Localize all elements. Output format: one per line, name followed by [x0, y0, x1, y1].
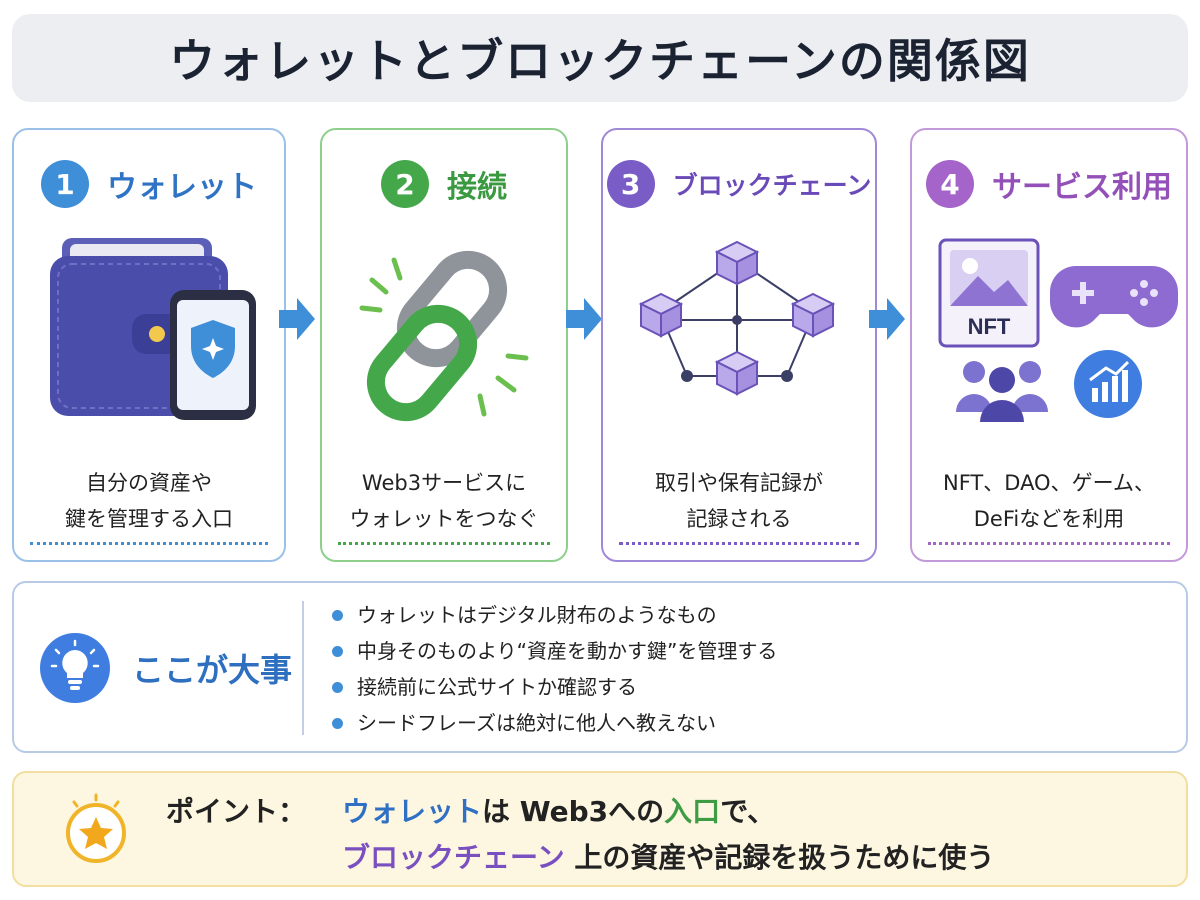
page-title: ウォレットとブロックチェーンの関係図 [169, 34, 1031, 88]
nft-label: NFT [968, 314, 1011, 339]
list-item: シードフレーズは絶対に他人へ教えない [332, 705, 777, 741]
title-bar: ウォレットとブロックチェーンの関係図 [12, 14, 1188, 102]
card-header: 2 接続 [322, 160, 566, 208]
arrow-right-icon [279, 298, 315, 340]
blockchain-network-icon [640, 241, 834, 395]
chain-link-icon [359, 250, 529, 422]
step-card-blockchain: 3 ブロックチェーン [601, 128, 877, 562]
card-title: ブロックチェーン [672, 171, 872, 200]
growth-chart-icon [1074, 350, 1142, 418]
lightbulb-icon [40, 633, 110, 703]
services-illustration: NFT [912, 230, 1186, 550]
phone-icon [170, 290, 256, 420]
divider [30, 542, 268, 545]
list-item: 接続前に公式サイトか確認する [332, 669, 777, 705]
important-title: ここが大事 [132, 651, 293, 689]
step-card-connect: 2 接続 Web3サービスに ウォレットをつなぐ [320, 128, 568, 562]
card-title: サービス利用 [992, 170, 1172, 205]
bullet-icon [332, 609, 343, 621]
point-box: ポイント： ウォレットは Web3への入口で、 ブロックチェーン 上の資産や記録… [12, 771, 1188, 887]
divider [338, 542, 550, 545]
step-card-wallet: 1 ウォレット 自分の資産や 鍵を管理する入口 [12, 128, 286, 562]
wallet-icon [50, 238, 256, 420]
bullet-icon [332, 681, 343, 693]
star-icon [66, 793, 126, 863]
list-item: ウォレットはデジタル財布のようなもの [332, 597, 777, 633]
card-title: 接続 [447, 170, 507, 205]
people-icon [956, 361, 1048, 422]
step-number: 2 [381, 160, 429, 208]
divider [619, 542, 859, 545]
card-title: ウォレット [107, 170, 257, 205]
point-label: ポイント： [166, 795, 307, 828]
game-controller-icon [1050, 266, 1178, 328]
step-number: 3 [606, 160, 655, 208]
step-card-services: 4 サービス利用 NFT [910, 128, 1188, 562]
arrow-right-icon [566, 298, 602, 340]
point-line-2: ブロックチェーン 上の資産や記録を扱うために使う [342, 841, 995, 874]
nft-image-icon [938, 238, 1040, 348]
card-header: 3 ブロックチェーン [603, 160, 875, 208]
important-list: ウォレットはデジタル財布のようなもの 中身そのものより“資産を動かす鍵”を管理す… [332, 597, 777, 741]
divider [928, 542, 1170, 545]
connect-illustration [322, 230, 566, 550]
card-description: NFT、DAO、ゲーム、 DeFiなどを利用 [943, 471, 1155, 531]
arrow-right-icon [869, 298, 905, 340]
point-line-1: ウォレットは Web3への入口で、 [342, 795, 776, 828]
step-number: 1 [41, 160, 89, 208]
list-item: 中身そのものより“資産を動かす鍵”を管理する [332, 633, 777, 669]
step-number: 4 [926, 160, 974, 208]
card-header: 1 ウォレット [14, 160, 284, 208]
wallet-illustration [14, 230, 284, 550]
blockchain-illustration [603, 230, 875, 550]
card-header: 4 サービス利用 [912, 160, 1186, 208]
card-description: 取引や保有記録が 記録される [655, 471, 823, 531]
bullet-icon [332, 717, 343, 729]
card-description: Web3サービスに ウォレットをつなぐ [349, 471, 539, 531]
important-box: ここが大事 ウォレットはデジタル財布のようなもの 中身そのものより“資産を動かす… [12, 581, 1188, 753]
divider [302, 601, 304, 735]
card-description: 自分の資産や 鍵を管理する入口 [65, 471, 233, 531]
bullet-icon [332, 645, 343, 657]
